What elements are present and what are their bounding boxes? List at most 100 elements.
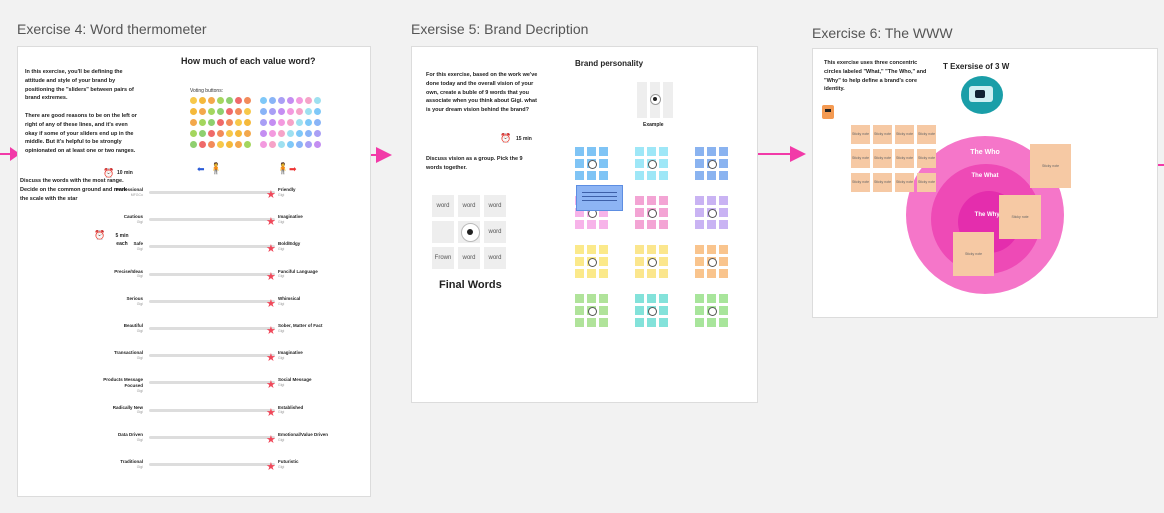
- sticky-note[interactable]: Sticky note: [873, 173, 892, 192]
- palette-square[interactable]: [575, 257, 584, 266]
- star-marker-icon[interactable]: ★: [266, 379, 276, 392]
- palette-square[interactable]: [719, 159, 728, 168]
- palette-square[interactable]: [707, 269, 716, 278]
- star-marker-icon[interactable]: ★: [266, 352, 276, 365]
- palette-square[interactable]: [647, 147, 656, 156]
- voting-button-icon[interactable]: [190, 97, 197, 104]
- sticky-note[interactable]: Sticky note: [917, 149, 936, 168]
- palette-square[interactable]: [647, 294, 656, 303]
- palette-square[interactable]: [659, 257, 668, 266]
- voting-button-icon[interactable]: [287, 97, 294, 104]
- palette-square[interactable]: [695, 147, 704, 156]
- palette-square[interactable]: [587, 294, 596, 303]
- sticky-note[interactable]: Sticky note: [873, 125, 892, 144]
- voting-button-icon[interactable]: [208, 119, 215, 126]
- voting-button-icon[interactable]: [296, 97, 303, 104]
- voting-button-icon[interactable]: [305, 130, 312, 137]
- voting-button-icon[interactable]: [287, 141, 294, 148]
- palette-square[interactable]: [575, 294, 584, 303]
- voting-button-icon[interactable]: [190, 119, 197, 126]
- voting-button-icon[interactable]: [217, 141, 224, 148]
- palette-square[interactable]: [695, 171, 704, 180]
- palette-square[interactable]: [707, 245, 716, 254]
- voting-button-icon[interactable]: [235, 141, 242, 148]
- palette-square[interactable]: [575, 220, 584, 229]
- star-marker-icon[interactable]: ★: [266, 243, 276, 256]
- voting-button-icon[interactable]: [278, 119, 285, 126]
- palette-square[interactable]: [575, 208, 584, 217]
- palette-square[interactable]: [599, 245, 608, 254]
- voting-button-icon[interactable]: [278, 97, 285, 104]
- voting-button-icon[interactable]: [296, 141, 303, 148]
- palette-square[interactable]: [695, 208, 704, 217]
- slider-track[interactable]: ★: [149, 434, 276, 445]
- voting-button-icon[interactable]: [199, 130, 206, 137]
- palette-square[interactable]: [635, 171, 644, 180]
- voting-button-icon[interactable]: [199, 108, 206, 115]
- palette-square[interactable]: [647, 220, 656, 229]
- palette-square[interactable]: [575, 306, 584, 315]
- palette-square[interactable]: [659, 147, 668, 156]
- palette-square[interactable]: [707, 171, 716, 180]
- palette-square[interactable]: [719, 147, 728, 156]
- palette-square[interactable]: [695, 257, 704, 266]
- sticky-note[interactable]: Sticky note: [917, 173, 936, 192]
- voting-button-icon[interactable]: [226, 130, 233, 137]
- voting-button-icon[interactable]: [260, 97, 267, 104]
- palette-square[interactable]: [635, 147, 644, 156]
- example-grid[interactable]: [637, 82, 673, 118]
- frame-title-ex5[interactable]: Exersise 5: Brand Decription: [411, 21, 589, 37]
- word-cell[interactable]: word: [484, 247, 506, 269]
- palette-square[interactable]: [635, 257, 644, 266]
- voting-button-icon[interactable]: [235, 119, 242, 126]
- palette-square[interactable]: [599, 318, 608, 327]
- sticky-note[interactable]: Sticky note: [895, 173, 914, 192]
- palette-square[interactable]: [635, 208, 644, 217]
- voting-button-icon[interactable]: [269, 97, 276, 104]
- voting-button-icon[interactable]: [278, 108, 285, 115]
- slider-track[interactable]: ★: [149, 353, 276, 364]
- voting-button-icon[interactable]: [296, 130, 303, 137]
- palette-square[interactable]: [599, 171, 608, 180]
- slider-track[interactable]: ★: [149, 190, 276, 201]
- palette-square[interactable]: [707, 147, 716, 156]
- voting-button-icon[interactable]: [235, 130, 242, 137]
- word-cell[interactable]: word: [484, 195, 506, 217]
- word-cell[interactable]: word: [458, 247, 480, 269]
- star-marker-icon[interactable]: ★: [266, 297, 276, 310]
- voting-button-icon[interactable]: [199, 141, 206, 148]
- palette-square[interactable]: [719, 257, 728, 266]
- voting-button-icon[interactable]: [269, 119, 276, 126]
- voting-button-icon[interactable]: [278, 130, 285, 137]
- palette-square[interactable]: [647, 269, 656, 278]
- palette-square[interactable]: [659, 196, 668, 205]
- voting-button-icon[interactable]: [260, 141, 267, 148]
- word-cell[interactable]: word: [458, 195, 480, 217]
- palette-square[interactable]: [719, 306, 728, 315]
- frame-exercise-6[interactable]: T Exersise of 3 W This exercise uses thr…: [812, 48, 1158, 318]
- voting-button-icon[interactable]: [226, 119, 233, 126]
- word-cell[interactable]: [432, 221, 454, 243]
- voting-button-icon[interactable]: [269, 141, 276, 148]
- palette-square[interactable]: [647, 245, 656, 254]
- sticky-note[interactable]: Sticky note: [895, 125, 914, 144]
- word-cell[interactable]: word: [432, 195, 454, 217]
- palette-square[interactable]: [635, 245, 644, 254]
- voting-button-icon[interactable]: [217, 97, 224, 104]
- palette-square[interactable]: [647, 196, 656, 205]
- voting-button-icon[interactable]: [217, 130, 224, 137]
- voting-button-icon[interactable]: [244, 108, 251, 115]
- star-marker-icon[interactable]: ★: [266, 189, 276, 201]
- voting-button-icon[interactable]: [287, 108, 294, 115]
- voting-button-icon[interactable]: [217, 119, 224, 126]
- palette-square[interactable]: [647, 171, 656, 180]
- voting-button-icon[interactable]: [314, 141, 321, 148]
- palette-square[interactable]: [599, 294, 608, 303]
- sticky-note[interactable]: Sticky note: [895, 149, 914, 168]
- voting-button-icon[interactable]: [190, 141, 197, 148]
- palette-square[interactable]: [647, 318, 656, 327]
